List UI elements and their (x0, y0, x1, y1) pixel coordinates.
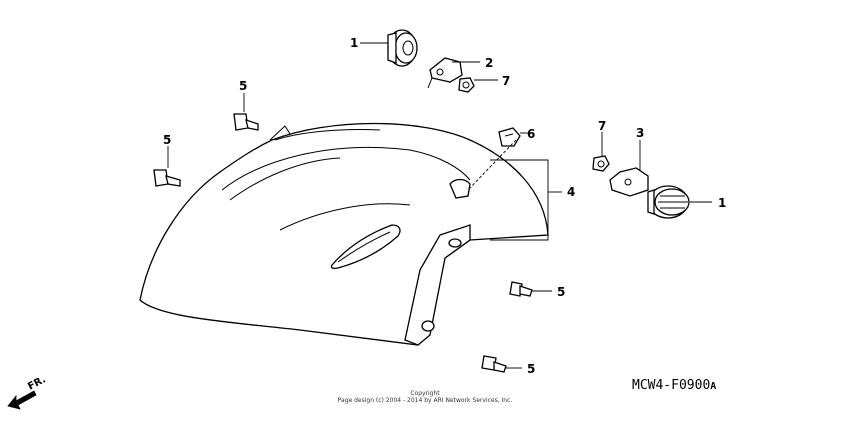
leader-lines (167, 42, 712, 369)
callout-2: 2 (485, 56, 493, 70)
copyright-line-2: Page design (c) 2004 - 2014 by ARI Netwo… (338, 397, 513, 404)
bolt-bottom[interactable] (481, 355, 507, 373)
bolt-top-a[interactable] (233, 113, 259, 131)
callout-1-top: 1 (350, 36, 358, 50)
callout-7-right: 7 (598, 119, 606, 133)
callout-5-top-b: 5 (163, 133, 171, 147)
callout-6: 6 (527, 127, 535, 141)
callout-4: 4 (567, 185, 575, 199)
reflector-right[interactable] (647, 185, 690, 219)
reflector-stay-top[interactable] (427, 57, 463, 89)
callout-5-top-a: 5 (239, 79, 247, 93)
reflector-top[interactable] (387, 29, 418, 67)
clip[interactable] (498, 127, 521, 147)
front-fender[interactable] (139, 122, 549, 346)
callout-5-bottom: 5 (527, 362, 535, 376)
direction-arrow-icon (7, 390, 37, 410)
nut-right[interactable] (592, 155, 610, 172)
direction-label: FR. (26, 374, 48, 392)
callout-5-mid: 5 (557, 285, 565, 299)
nut-top[interactable] (458, 77, 475, 93)
callout-7-top: 7 (502, 74, 510, 88)
callout-3: 3 (636, 126, 644, 140)
bolt-top-b[interactable] (153, 169, 181, 187)
reflector-stay-right[interactable] (609, 167, 649, 197)
copyright-line-1: Copyright (410, 390, 440, 397)
diagram-code: MCW4-F0900A (632, 378, 716, 393)
callout-1-right: 1 (718, 196, 726, 210)
bolt-mid[interactable] (509, 281, 533, 297)
